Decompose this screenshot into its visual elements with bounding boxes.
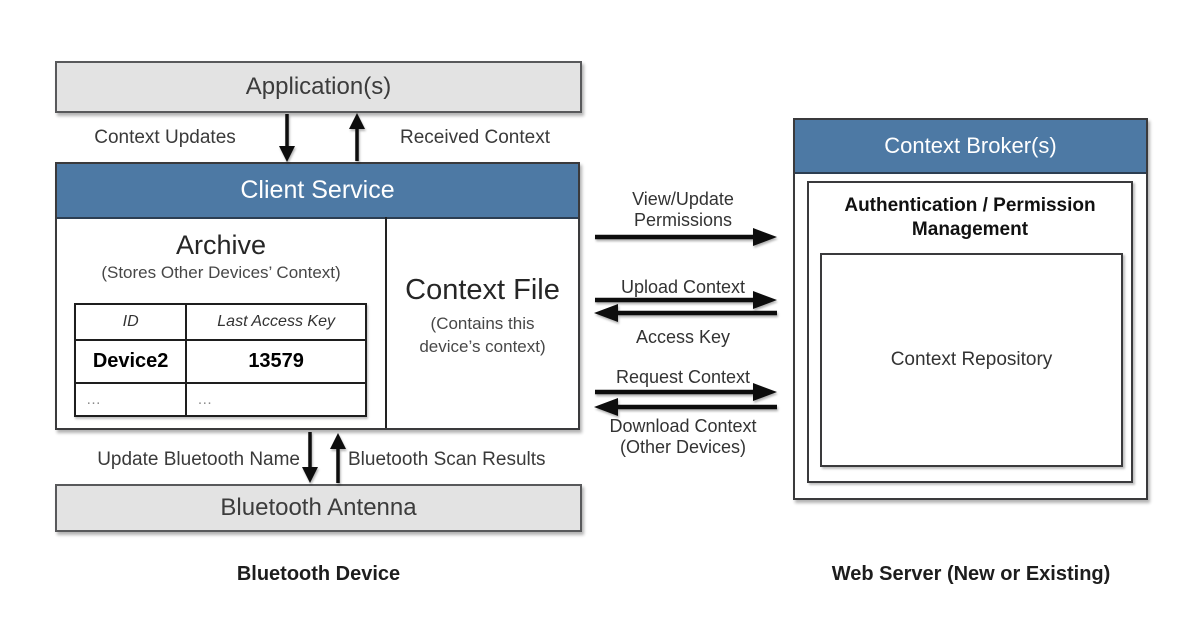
web-server-caption: Web Server (New or Existing): [831, 563, 1111, 585]
client-service-body: Archive (Stores Other Devices’ Context) …: [57, 217, 578, 428]
context-file-title: Context File: [405, 274, 560, 306]
received-context-arrowhead: [349, 113, 365, 129]
archive-subtitle: (Stores Other Devices’ Context): [101, 263, 341, 282]
context-file-subtitle-line1: (Contains this: [430, 314, 535, 333]
view-update-permissions-label: View/Update Permissions: [585, 189, 781, 231]
archive-table-header-key: Last Access Key: [185, 303, 367, 341]
auth-permission-line2: Management: [911, 219, 1029, 240]
download-context-label: Download Context (Other Devices): [585, 416, 781, 458]
update-bluetooth-name-label: Update Bluetooth Name: [97, 449, 300, 470]
context-file-panel: Context File (Contains this device’s con…: [385, 217, 578, 428]
client-service-box: Client Service Archive (Stores Other Dev…: [55, 162, 580, 430]
bluetooth-scan-results-arrowhead: [330, 433, 346, 449]
archive-title: Archive: [175, 230, 267, 260]
client-service-label: Client Service: [240, 176, 395, 204]
access-key-arrowhead: [594, 304, 618, 322]
access-key-label: Access Key: [635, 327, 731, 347]
client-service-header: Client Service: [57, 164, 578, 219]
bluetooth-scan-results-label: Bluetooth Scan Results: [348, 449, 546, 470]
other-devices-line: (Other Devices): [619, 437, 747, 457]
context-repository-label: Context Repository: [890, 349, 1053, 370]
request-context-label: Request Context: [615, 367, 751, 387]
update-bluetooth-name-arrowhead: [302, 467, 318, 483]
upload-context-label: Upload Context: [620, 277, 746, 297]
view-update-line: View/Update: [632, 189, 734, 209]
context-updates-label: Context Updates: [94, 127, 236, 148]
archive-table-row-device: Device2 13579: [73, 339, 367, 384]
archive-table-cell-device-key: 13579: [185, 339, 367, 384]
archive-table: ID Last Access Key Device2 13579 … …: [73, 303, 367, 417]
context-broker-label: Context Broker(s): [884, 133, 1057, 158]
download-context-arrowhead: [594, 398, 618, 416]
archive-table-cell-ellipsis-id: …: [73, 382, 188, 417]
archive-table-header-row: ID Last Access Key: [73, 303, 367, 341]
bluetooth-antenna-label: Bluetooth Antenna: [220, 494, 417, 521]
application-label: Application(s): [245, 73, 392, 100]
archive-table-header-id: ID: [73, 303, 188, 341]
bluetooth-antenna-box: Bluetooth Antenna: [55, 484, 582, 532]
received-context-label: Received Context: [400, 127, 550, 148]
download-context-line: Download Context: [609, 416, 757, 436]
archive-table-cell-ellipsis-key: …: [185, 382, 367, 417]
context-file-subtitle-line2: device’s context): [419, 337, 546, 356]
archive-panel: Archive (Stores Other Devices’ Context) …: [57, 217, 385, 428]
permissions-line: Permissions: [633, 210, 733, 230]
application-box: Application(s): [55, 61, 582, 113]
context-broker-header: Context Broker(s): [795, 120, 1146, 174]
archive-table-row-ellipsis: … …: [73, 382, 367, 417]
bluetooth-device-caption: Bluetooth Device: [236, 563, 401, 585]
archive-table-cell-device-id: Device2: [73, 339, 188, 384]
context-repository-box: Context Repository: [820, 253, 1123, 467]
context-updates-arrowhead: [279, 146, 295, 162]
auth-permission-line1: Authentication / Permission: [844, 195, 1096, 216]
